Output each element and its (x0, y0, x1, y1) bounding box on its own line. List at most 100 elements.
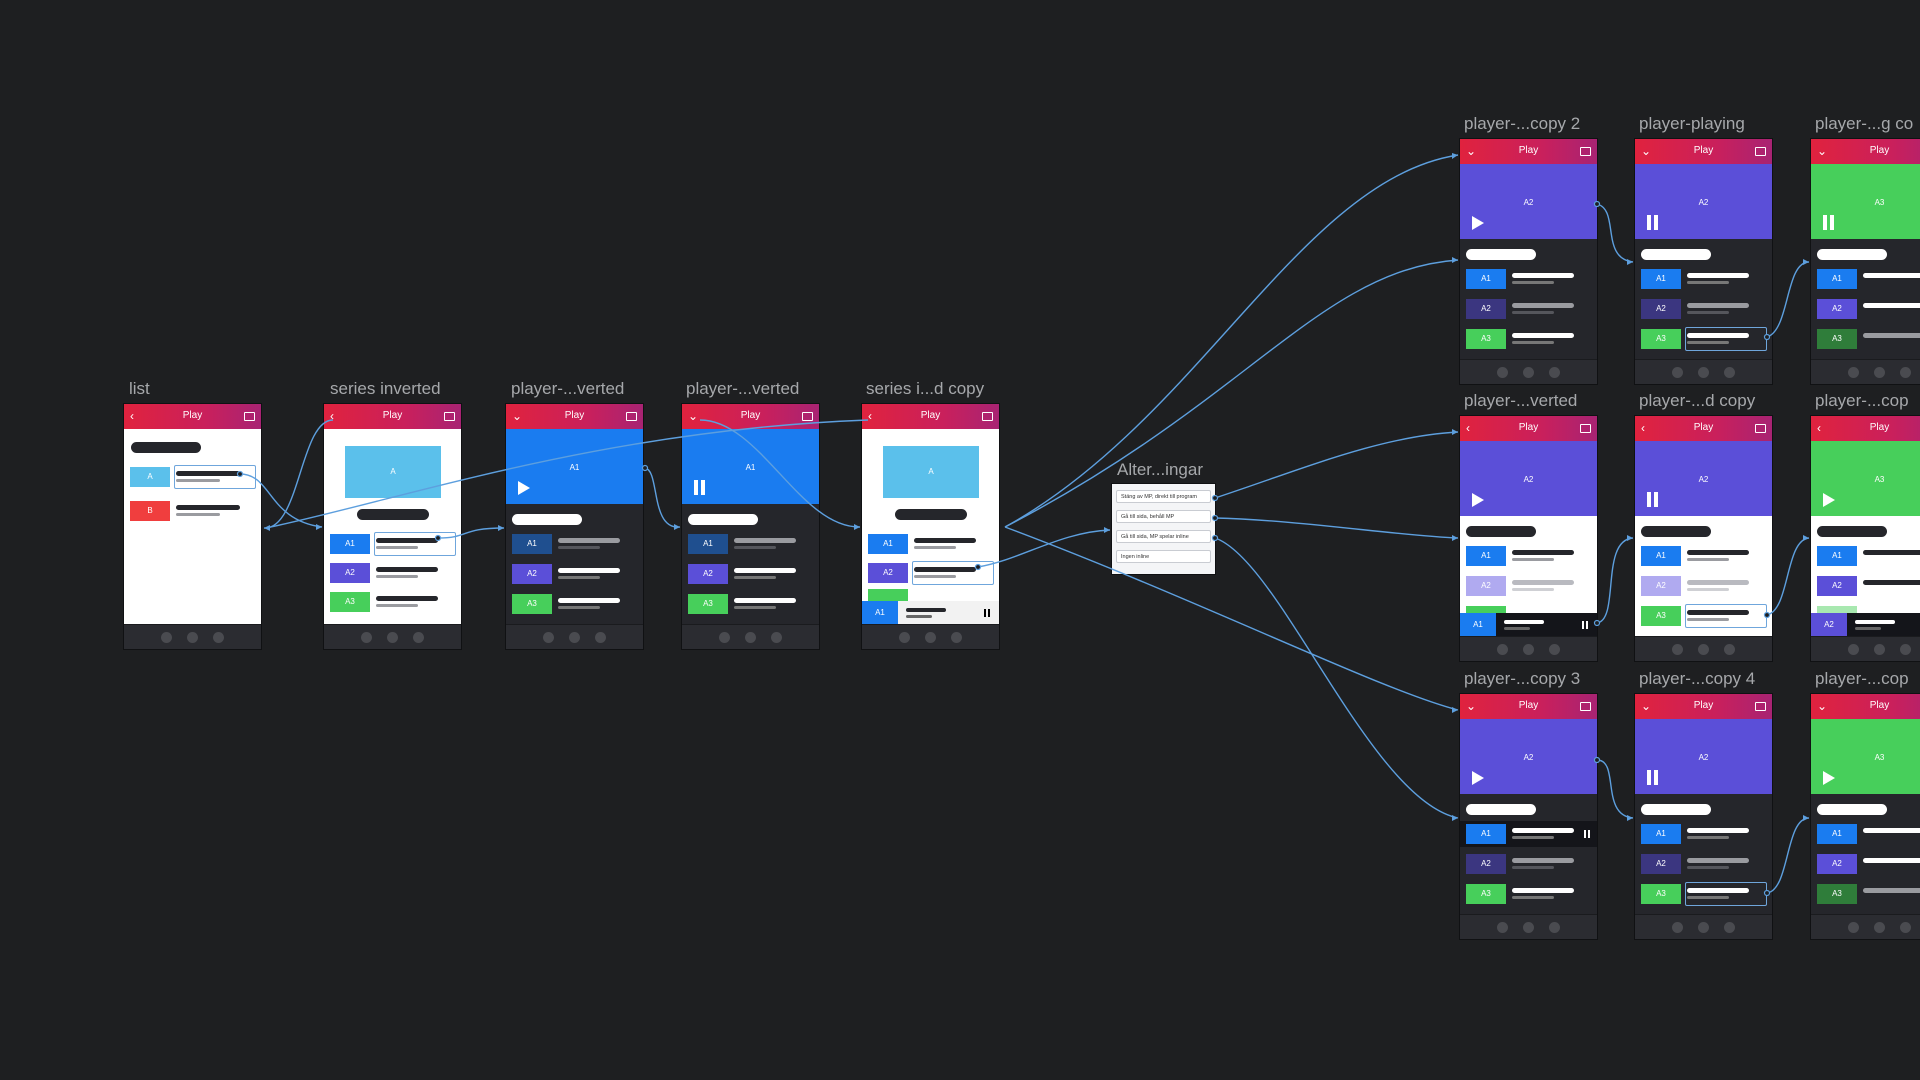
episode-thumb-a1[interactable]: A1 (1641, 546, 1681, 566)
cast-icon[interactable] (626, 412, 637, 421)
episode-thumb-a3[interactable]: A3 (1466, 884, 1506, 904)
artboard-r3c2[interactable]: ⌄ Play A2 A1 A2 A3 (1635, 694, 1772, 939)
tab-dot-2[interactable] (387, 632, 398, 643)
chevron-down-icon[interactable]: ⌄ (1641, 144, 1652, 158)
tab-dot-3[interactable] (213, 632, 224, 643)
artboard-label-r2c2[interactable]: player-...d copy (1639, 391, 1756, 410)
episode-thumb-a3[interactable]: A3 (688, 594, 728, 614)
player-video-area[interactable]: A2 (1635, 441, 1772, 516)
tab-dot-3[interactable] (1724, 367, 1735, 378)
artboard-label-r3c3[interactable]: player-...cop (1815, 669, 1909, 688)
episode-thumb-a2[interactable]: A2 (1641, 854, 1681, 874)
player-video-area[interactable]: A2 (1635, 164, 1772, 239)
series-hero-thumb[interactable]: A (883, 446, 979, 498)
tab-dot-3[interactable] (1549, 922, 1560, 933)
artboard-r2c3[interactable]: ‹ Play A3 A1 A2 A2 (1811, 416, 1920, 661)
mini-player[interactable]: A2 (1811, 613, 1920, 637)
artboard-label-r1c2[interactable]: player-playing (1639, 114, 1745, 133)
tab-dot-1[interactable] (1848, 367, 1859, 378)
artboard-label-series-inverted[interactable]: series inverted (330, 379, 441, 398)
artboard-r2c1[interactable]: ‹ Play A2 A1 A2 A1 (1460, 416, 1597, 661)
tab-dot-2[interactable] (1523, 367, 1534, 378)
mini-player-thumb[interactable]: A2 (1811, 613, 1847, 637)
tab-dot-2[interactable] (569, 632, 580, 643)
cast-icon[interactable] (1580, 147, 1591, 156)
player-video-area[interactable]: A2 (1460, 164, 1597, 239)
mini-pause-icon[interactable] (984, 609, 991, 617)
artboard-series-inverted[interactable]: ‹ Play A A1 A2 A3 (324, 404, 461, 649)
chevron-down-icon[interactable]: ⌄ (1817, 144, 1828, 158)
tab-dot-2[interactable] (1698, 922, 1709, 933)
play-icon[interactable] (1823, 771, 1835, 785)
tab-dot-2[interactable] (745, 632, 756, 643)
mini-player-thumb[interactable]: A1 (862, 601, 898, 625)
episode-thumb-a3[interactable]: A3 (1641, 884, 1681, 904)
cast-icon[interactable] (802, 412, 813, 421)
cast-icon[interactable] (444, 412, 455, 421)
episode-thumb-partial[interactable] (1817, 606, 1857, 614)
chevron-down-icon[interactable]: ⌄ (512, 409, 523, 423)
back-arrow-icon[interactable]: ‹ (330, 409, 334, 423)
player-video-area[interactable]: A2 (1635, 719, 1772, 794)
tab-dot-2[interactable] (1698, 644, 1709, 655)
cast-icon[interactable] (982, 412, 993, 421)
cast-icon[interactable] (1755, 424, 1766, 433)
episode-thumb-a3[interactable]: A3 (1641, 606, 1681, 626)
artboard-r1c1[interactable]: ⌄ Play A2 A1 A2 A3 (1460, 139, 1597, 384)
artboard-series-copy[interactable]: ‹ Play A A1 A2 A1 (862, 404, 999, 649)
episode-thumb-a1[interactable]: A1 (1466, 824, 1506, 844)
tab-dot-1[interactable] (1672, 367, 1683, 378)
artboard-label-r3c2[interactable]: player-...copy 4 (1639, 669, 1756, 688)
chevron-down-icon[interactable]: ⌄ (688, 409, 699, 423)
episode-thumb-a1[interactable]: A1 (1641, 824, 1681, 844)
episode-thumb-partial[interactable] (868, 589, 908, 601)
tab-dot-1[interactable] (719, 632, 730, 643)
artboard-label-r3c1[interactable]: player-...copy 3 (1464, 669, 1581, 688)
tab-dot-3[interactable] (771, 632, 782, 643)
option-keep-mp[interactable]: Gå till sida, behåll MP (1116, 510, 1211, 523)
tab-dot-3[interactable] (1724, 922, 1735, 933)
artboard-label-r1c1[interactable]: player-...copy 2 (1464, 114, 1581, 133)
pause-icon[interactable] (1647, 492, 1659, 507)
episode-thumb-a3[interactable]: A3 (512, 594, 552, 614)
tab-dot-2[interactable] (1523, 644, 1534, 655)
mini-player[interactable]: A1 (862, 601, 999, 625)
chevron-down-icon[interactable]: ⌄ (1466, 144, 1477, 158)
tab-dot-1[interactable] (361, 632, 372, 643)
artboard-label-player-inverted-2[interactable]: player-...verted (686, 379, 800, 398)
row-pause-icon[interactable] (1584, 830, 1591, 838)
episode-thumb-a2[interactable]: A2 (868, 563, 908, 583)
tab-dot-2[interactable] (1874, 922, 1885, 933)
episode-thumb-a2[interactable]: A2 (330, 563, 370, 583)
artboard-list[interactable]: ‹ Play A B (124, 404, 261, 649)
play-icon[interactable] (1472, 216, 1484, 230)
cast-icon[interactable] (1755, 147, 1766, 156)
episode-thumb-a3[interactable]: A3 (1466, 329, 1506, 349)
back-arrow-icon[interactable]: ‹ (868, 409, 872, 423)
list-item-thumb-a[interactable]: A (130, 467, 170, 487)
tab-dot-1[interactable] (543, 632, 554, 643)
cast-icon[interactable] (244, 412, 255, 421)
artboard-r3c1[interactable]: ⌄ Play A2 A1 A2 A3 (1460, 694, 1597, 939)
episode-thumb-a2[interactable]: A2 (1466, 299, 1506, 319)
artboard-label-r2c1[interactable]: player-...verted (1464, 391, 1578, 410)
episode-thumb-a1[interactable]: A1 (1817, 824, 1857, 844)
tab-dot-1[interactable] (1848, 644, 1859, 655)
play-icon[interactable] (518, 481, 530, 495)
episode-thumb-a1[interactable]: A1 (1817, 546, 1857, 566)
pause-icon[interactable] (1647, 215, 1659, 230)
episode-thumb-a1[interactable]: A1 (512, 534, 552, 554)
episode-thumb-a2[interactable]: A2 (512, 564, 552, 584)
tab-dot-3[interactable] (1724, 644, 1735, 655)
artboard-player-inverted-2[interactable]: ⌄ Play A1 A1 A2 A3 (682, 404, 819, 649)
tab-dot-3[interactable] (1900, 644, 1911, 655)
tab-dot-3[interactable] (1900, 367, 1911, 378)
tab-dot-2[interactable] (1523, 922, 1534, 933)
episode-thumb-a1[interactable]: A1 (1466, 269, 1506, 289)
episode-thumb-a3[interactable]: A3 (1641, 329, 1681, 349)
artboard-label-r1c3[interactable]: player-...g co (1815, 114, 1914, 133)
tab-dot-3[interactable] (413, 632, 424, 643)
artboard-r1c2[interactable]: ⌄ Play A2 A1 A2 A3 (1635, 139, 1772, 384)
episode-thumb-a2[interactable]: A2 (1817, 576, 1857, 596)
mini-player-thumb[interactable]: A1 (1460, 613, 1496, 637)
